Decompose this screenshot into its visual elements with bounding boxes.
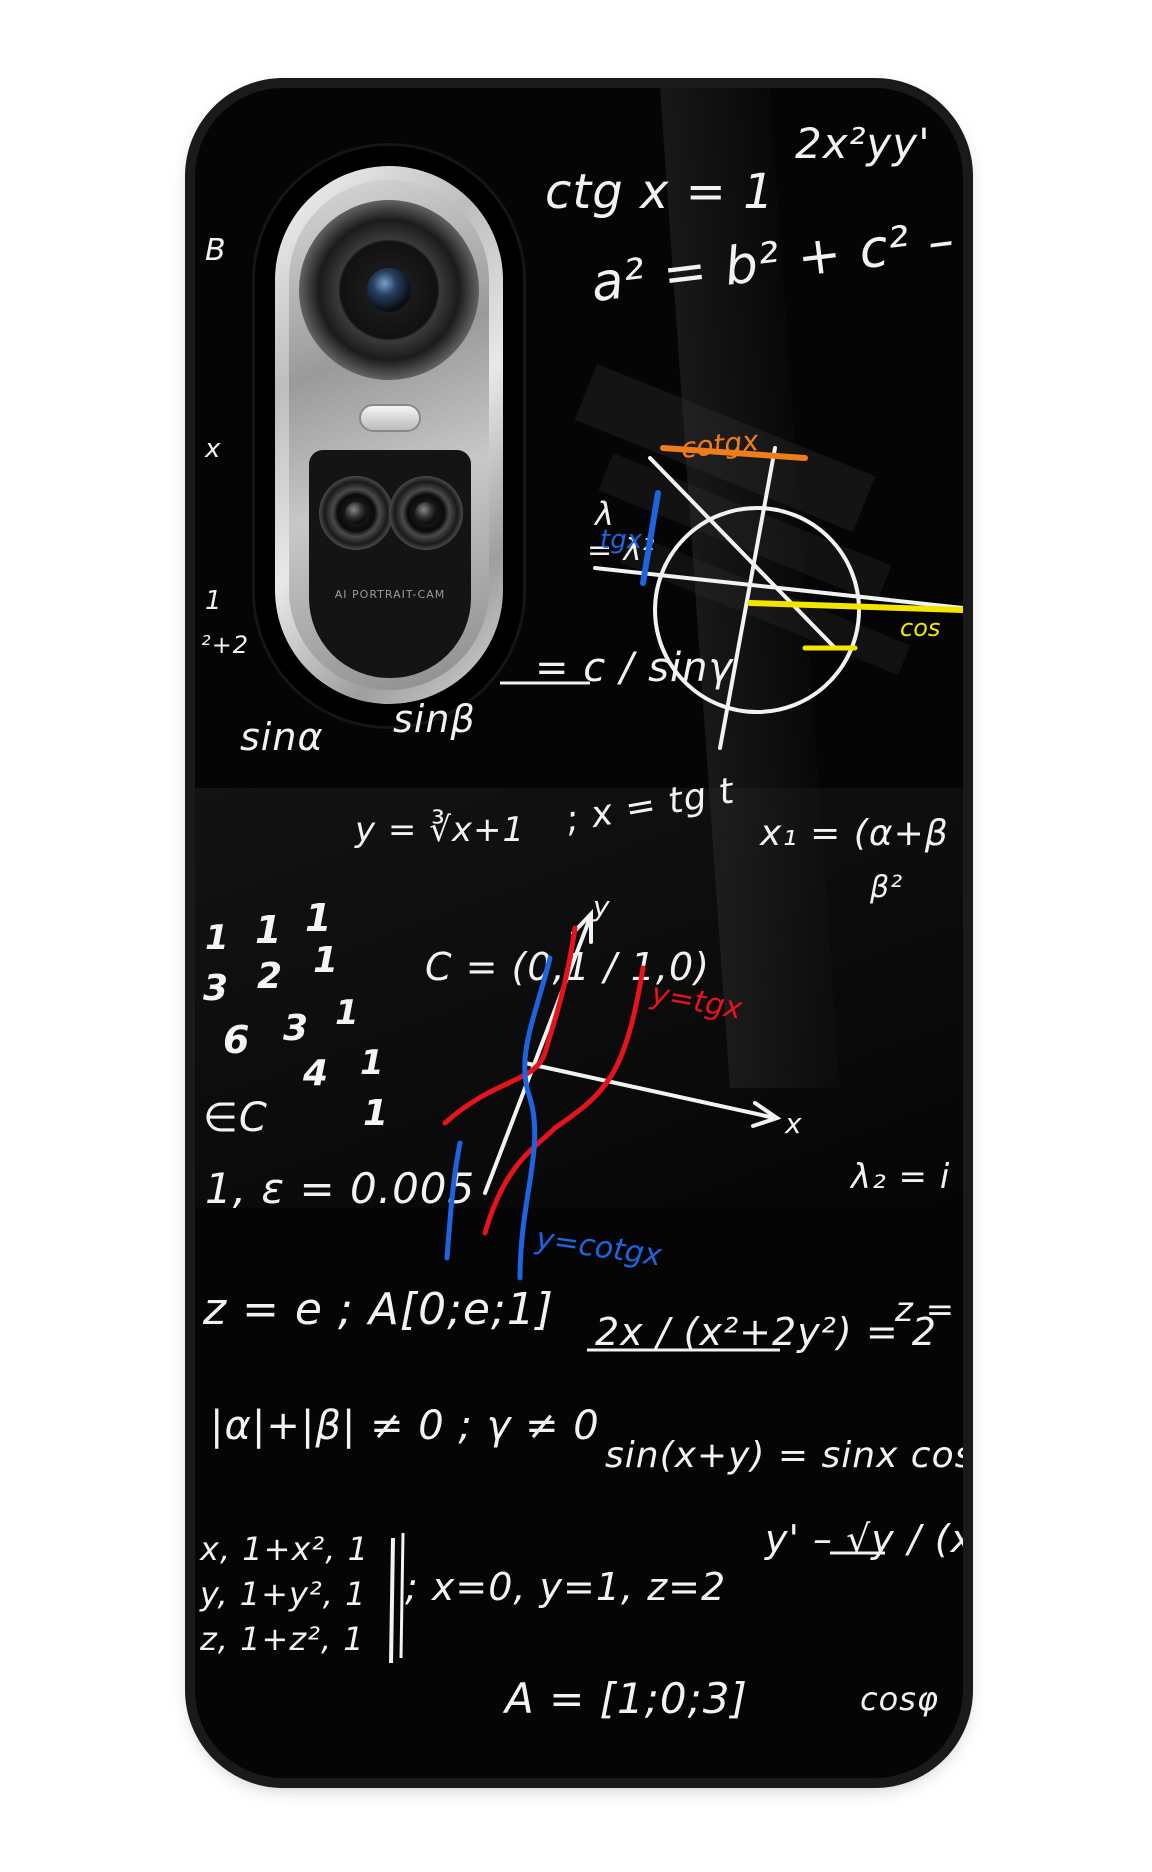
digit: 1 [360, 1043, 384, 1083]
tangent-cotangent-plot [442, 908, 782, 1281]
phone-case: AI PORTRAIT-CAM 2x²yy' ctg x = 1 a² = b²… [195, 88, 963, 1778]
formula-text: cosφ [860, 1680, 939, 1718]
cotangent-line [660, 445, 808, 461]
label-y-tgx: y=tgx [648, 976, 745, 1027]
formula-text: = λ² [587, 533, 656, 568]
y-axis-arrow [571, 908, 593, 944]
circle-radius [648, 456, 837, 650]
unit-circle-diagram [593, 445, 963, 750]
side-button-top [185, 482, 193, 572]
cosine-line [747, 600, 963, 613]
formula-text: ²+2 [201, 631, 249, 659]
digit: 3 [203, 968, 229, 1009]
formula-text: z = [895, 1290, 956, 1330]
main-camera-lens [299, 200, 479, 380]
digit: 2 [257, 956, 283, 997]
formula-text: |α|+|β| ≠ 0 ; γ ≠ 0 [210, 1403, 600, 1449]
formula-text: sin(x+y) = sinx cos [605, 1435, 963, 1476]
formula-text: 2x²yy' [795, 119, 931, 168]
digit: 1 [205, 918, 229, 958]
label-cos: cos [900, 614, 940, 642]
formula-text: y, 1+y², 1 [200, 1575, 367, 1613]
camera-flash [361, 406, 419, 430]
tangent-line [640, 490, 661, 586]
formula-text: λ₂ = i [851, 1157, 951, 1197]
light-stripe [195, 788, 963, 1208]
matrix-bracket [389, 1537, 395, 1664]
formula-text: ; x=0, y=1, z=2 [405, 1565, 727, 1609]
formula-text: 1, ε = 0.005 [205, 1164, 476, 1213]
formula-text: sinα [240, 715, 324, 759]
formula-text: 1 [205, 586, 223, 616]
formula-text: λ [595, 495, 615, 533]
digit: 1 [313, 940, 339, 981]
formula-text: ctg x = 1 [545, 164, 775, 220]
formula-text: x [205, 434, 222, 464]
formula-text: A = [1;0;3] [505, 1674, 748, 1723]
formula-text: 2x / (x²+2y²) = 2 [595, 1310, 937, 1354]
unit-circle [653, 506, 861, 714]
digit: 1 [335, 993, 359, 1033]
y-axis [483, 916, 592, 1195]
camera-label: AI PORTRAIT-CAM [334, 588, 446, 601]
formula-text: x₁ = (α+β [760, 813, 949, 854]
cotgx-curve-2 [444, 1140, 463, 1261]
digit: 1 [363, 1093, 389, 1134]
tgx-curve-2 [482, 965, 646, 1236]
formula-text: z, 1+z², 1 [200, 1620, 365, 1658]
formula-text: β² [870, 870, 904, 905]
digit: 1 [305, 896, 332, 940]
label-y-axis: y [592, 890, 610, 923]
formula-text: y = ∛x+1 [355, 810, 526, 850]
formula-text: B [205, 233, 227, 268]
circle-axis-vertical [718, 446, 777, 750]
digit: 1 [255, 908, 282, 952]
camera-lens-left [319, 476, 393, 550]
formula-text: = c / sinγ [535, 645, 734, 691]
tgx-curve-1 [442, 925, 578, 1126]
label-y-cotgx: y=cotgx [533, 1221, 664, 1273]
matrix-bracket [399, 1532, 405, 1659]
side-button-bottom [185, 752, 193, 842]
x-axis-arrow [751, 1101, 782, 1128]
label-cotgx: cotgx [679, 424, 760, 465]
formula-text: sinβ [393, 697, 476, 741]
formula-text: x, 1+x², 1 [200, 1530, 369, 1568]
formula-text: ∈C [203, 1095, 268, 1141]
label-tgx: tgx [600, 525, 643, 555]
digit: 4 [303, 1053, 329, 1094]
graph-drawings: cotgx tgx cos x y y=tgx y=cotgx [389, 424, 963, 1664]
formula-text: z = e ; A[0;e;1] [203, 1284, 554, 1335]
digit: 3 [283, 1008, 309, 1049]
digit: 6 [223, 1018, 250, 1062]
cotgx-curve-1 [517, 955, 553, 1281]
x-axis [523, 1061, 777, 1120]
camera-lens-right [389, 476, 463, 550]
label-x-axis: x [784, 1107, 802, 1140]
